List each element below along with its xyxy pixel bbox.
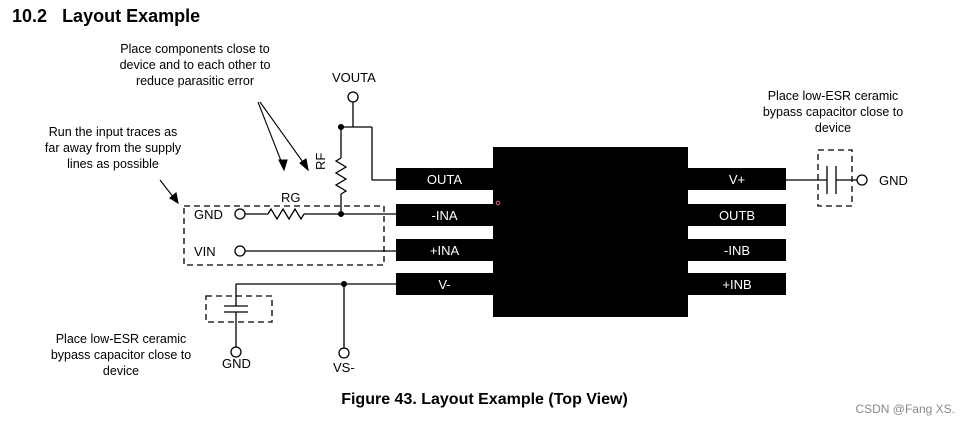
cap-left-outline [205,295,273,323]
vs-minus-terminal [338,347,350,359]
note-place-components: Place components close to device and to … [110,41,280,89]
note-line: lines as possible [67,157,159,171]
pin-pad-ina-plus [396,239,493,261]
pin-label-ina-minus: -INA [431,208,458,223]
pin-label-v-minus: V- [438,277,451,292]
figure-caption: Figure 43. Layout Example (Top View) [341,391,628,408]
section-title: Layout Example [62,6,201,26]
note-line: bypass capacitor close to [50,348,192,362]
label-gnd-bottom: GND [222,356,251,371]
cap-right-outline [817,149,853,207]
label-vin: VIN [194,244,216,259]
label-rf: RF [313,152,328,170]
ic-body [493,147,688,317]
note-line: device [102,364,140,378]
pin-pad-v-minus [396,273,493,295]
pin-label-inb-minus: -INB [724,243,750,258]
gnd-bottom-terminal [230,346,242,358]
gnd-input-terminal [234,208,246,220]
vouta-terminal [347,91,359,103]
label-vouta: VOUTA [332,70,376,85]
rg-resistor [267,207,305,221]
note-input-traces: Run the input traces as far away from th… [28,124,198,172]
label-rg: RG [281,190,301,205]
note-line: Place components close to [120,42,270,56]
gnd-right-terminal [856,174,868,186]
label-gnd-right: GND [879,173,908,188]
pin-pad-inb-plus [688,273,786,295]
pin-label-ina-plus: +INA [429,243,460,258]
pin-pad-outb [688,204,786,226]
pin-pad-inb-minus [688,239,786,261]
pin-label-inb-plus: +INB [722,277,752,292]
note-line: Place low-ESR ceramic [55,332,187,346]
note-line: device and to each other to [119,58,271,72]
note-line: Place low-ESR ceramic [767,89,899,103]
pin-pad-v-plus [688,168,786,190]
pin-label-outa: OUTA [426,172,463,187]
note-line: reduce parasitic error [135,74,255,88]
pin-label-v-plus: V+ [728,172,746,187]
note-line: Run the input traces as [48,125,178,139]
section-heading: 10.2 Layout Example [12,6,200,27]
note-bypass-cap-left: Place low-ESR ceramic bypass capacitor c… [36,331,206,379]
label-vs-minus: VS- [333,360,355,375]
input-trace-region [183,205,385,266]
section-number: 10.2 [12,6,48,26]
label-gnd-input: GND [194,207,223,222]
note-bypass-cap-right: Place low-ESR ceramic bypass capacitor c… [748,88,918,136]
note-line: device [814,121,852,135]
watermark: CSDN @Fang XS. [855,402,955,416]
rf-resistor [334,157,348,195]
pin-label-outb: OUTB [718,208,756,223]
vin-terminal [234,245,246,257]
pin1-marker [495,200,501,206]
pin-pad-ina-minus [396,204,493,226]
note-line: far away from the supply [44,141,182,155]
note-line: bypass capacitor close to [762,105,904,119]
pin-pad-outa [396,168,493,190]
